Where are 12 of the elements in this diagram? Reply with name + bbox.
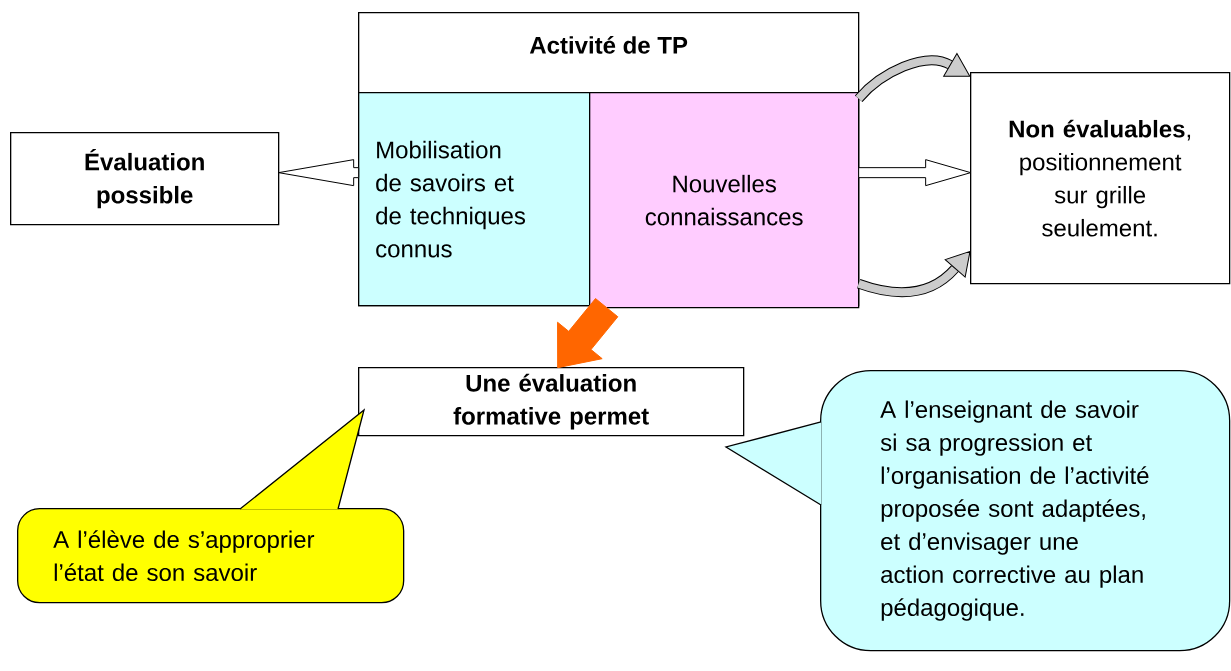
result-box: Évaluation possible xyxy=(10,132,280,226)
process-box: Nouvelles connaissances xyxy=(589,92,860,309)
curved-arrow xyxy=(857,250,971,298)
process-box: Mobilisation de savoirs et de techniques connus xyxy=(358,92,591,307)
block-arrow xyxy=(278,159,360,187)
block-arrow xyxy=(557,298,619,369)
curved-arrow xyxy=(855,52,971,103)
callout-bubble: A l’enseignant de savoir si sa progression et l’organisation de l’activité proposée sont adaptées, et d’envisager une action corrective au plan pédagogique. xyxy=(724,370,1231,652)
result-box: Non évaluables, positionnement sur grille seulement. xyxy=(970,72,1231,285)
process-box: Une évaluation formative permet xyxy=(358,367,745,437)
block-arrow xyxy=(858,159,972,187)
callout-bubble: A l’élève de s’approprier l’état de son savoir xyxy=(17,408,405,604)
